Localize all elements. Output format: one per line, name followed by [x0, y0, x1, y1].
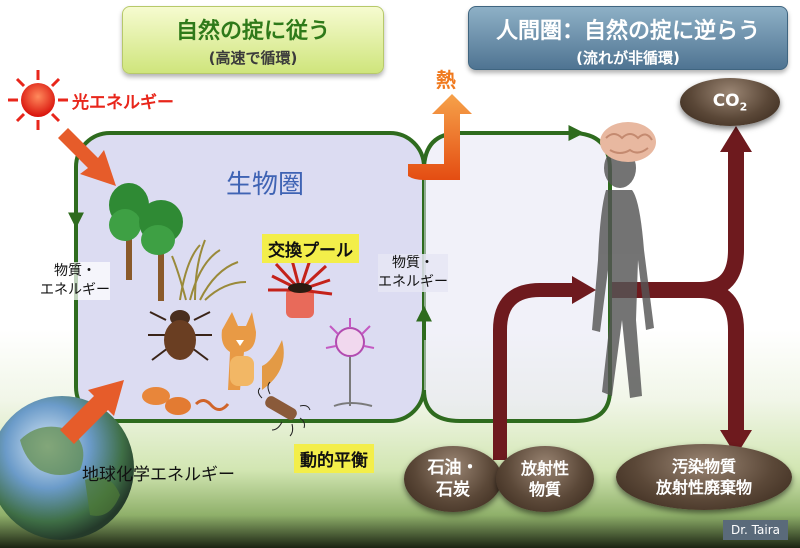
oil-coal-line1: 石油・ — [427, 458, 479, 478]
sun-icon — [8, 70, 68, 130]
oil-coal-line2: 石炭 — [436, 480, 470, 500]
geochemical-energy-label: 地球化学エネルギー — [82, 465, 235, 485]
oil-coal-node: 石油・ 石炭 — [404, 446, 502, 512]
brain-icon — [600, 122, 656, 162]
light-energy-label: 光エネルギー — [72, 93, 174, 113]
matter-energy-left-line1: 物質・ — [54, 263, 96, 279]
matter-energy-right-line2: エネルギー — [378, 274, 448, 290]
fungus-icon — [325, 318, 375, 407]
human-flow-arrows — [493, 150, 744, 460]
exchange-pool-label: 交換プール — [262, 234, 359, 263]
pollutants-node: 汚染物質 放射性廃棄物 — [616, 444, 792, 510]
matter-energy-left: 物質・ エネルギー — [40, 262, 110, 300]
radioactive-line2: 物質 — [528, 480, 561, 499]
title-follow-nature: 自然の掟に従う (高速で循環) — [122, 6, 384, 74]
beetle-icon — [148, 310, 212, 361]
title-left-main: 自然の掟に従う — [175, 19, 330, 44]
matter-energy-right: 物質・ エネルギー — [378, 254, 448, 292]
credit-label: Dr. Taira — [722, 520, 788, 540]
title-defy-nature: 人間圏：自然の掟に逆らう (流れが非循環) — [468, 6, 788, 70]
grass-icon — [171, 239, 247, 301]
pollutants-line1: 汚染物質 — [671, 457, 736, 476]
title-right-main: 人間圏：自然の掟に逆らう — [495, 19, 760, 44]
co2-main: CO — [712, 90, 740, 111]
dynamic-equilibrium-label: 動的平衡 — [294, 444, 374, 473]
oil-arrowhead — [572, 276, 596, 304]
radioactive-node: 放射性 物質 — [496, 446, 594, 512]
title-left-sub: (高速で循環) — [208, 49, 298, 67]
sea-anemone-icon — [268, 259, 333, 318]
radioactive-line1: 放射性 — [520, 459, 569, 478]
tree-icon — [109, 183, 183, 301]
co2-subscript: 2 — [739, 100, 748, 114]
matter-energy-left-line2: エネルギー — [40, 282, 110, 298]
earth-icon — [0, 396, 134, 540]
matter-energy-right-line1: 物質・ — [392, 255, 434, 271]
fox-icon — [221, 312, 284, 390]
co2-node: CO2 — [680, 78, 780, 126]
title-right-sub: (流れが非循環) — [576, 49, 680, 67]
geochemical-arrow — [60, 380, 124, 444]
light-arrow — [58, 128, 116, 186]
co2-arrowhead — [720, 126, 752, 152]
bacteria-icon — [142, 381, 311, 437]
pollutants-line2: 放射性廃棄物 — [655, 478, 752, 497]
pollution-arrowhead — [720, 430, 752, 456]
biosphere-label: 生物圏 — [226, 170, 305, 200]
heat-arrow — [408, 94, 472, 180]
co2-text: CO2 — [713, 91, 748, 113]
heat-label: 熱 — [436, 68, 456, 92]
